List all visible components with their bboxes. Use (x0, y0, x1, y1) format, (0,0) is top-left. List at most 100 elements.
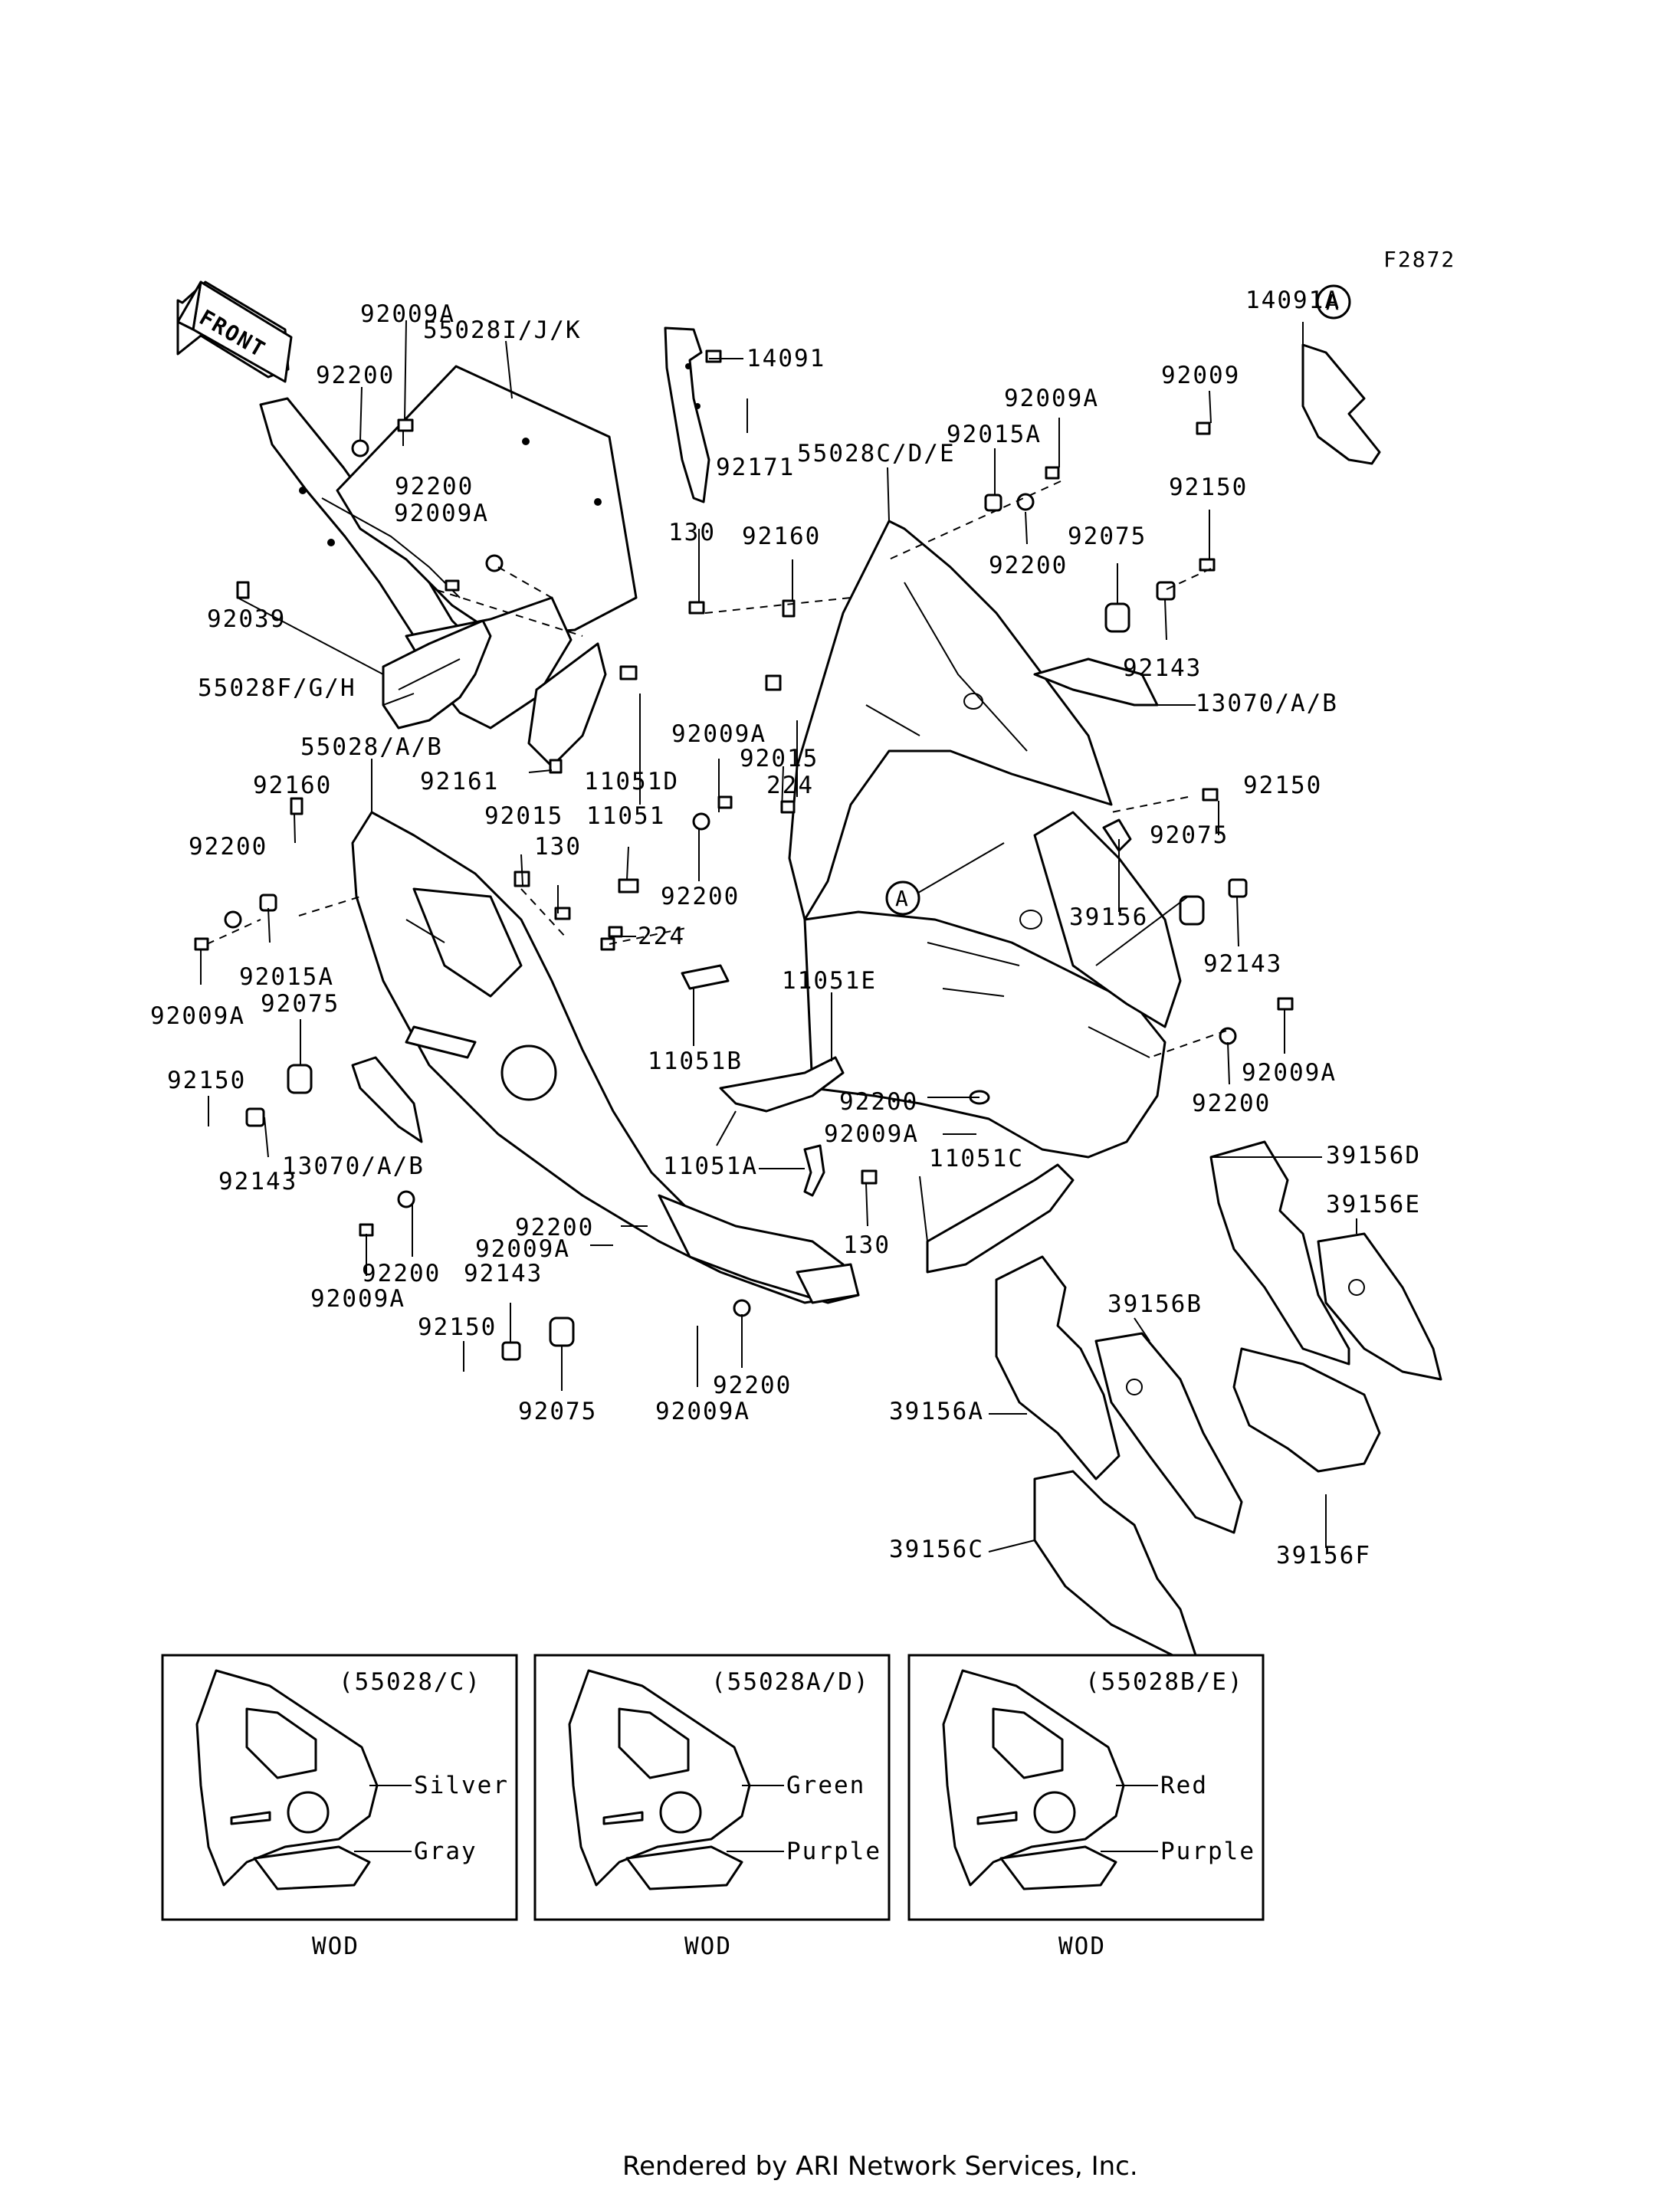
callout-a-top: A (1316, 284, 1351, 320)
part-label: 92143 (1123, 654, 1202, 682)
part-label: 92075 (518, 1398, 597, 1425)
part-label: 92150 (1169, 474, 1248, 501)
part-label: 92150 (1243, 772, 1322, 799)
part-label: 92200 (661, 883, 740, 910)
part-label: 39156E (1326, 1191, 1421, 1218)
figure-code: F2872 (1383, 247, 1455, 272)
part-label: 92009 (1161, 362, 1240, 389)
part-label: 13070/A/B (282, 1153, 425, 1180)
deflector-13070-lower-part (351, 1056, 423, 1143)
bracket-11051B-part (681, 964, 730, 990)
part-label: 224 (638, 923, 685, 950)
part-label: 39156C (889, 1536, 984, 1563)
part-label: 92009A (824, 1120, 919, 1148)
variant-upper-color: Silver (414, 1772, 509, 1799)
bracket-11051A-part (803, 1144, 825, 1197)
inner-fairing-part (788, 520, 1113, 921)
lower-fairing-part (351, 811, 852, 1304)
part-label: 92015 (484, 802, 563, 830)
part-label: 92200 (839, 1088, 918, 1116)
bracket-14091-part (664, 326, 710, 503)
part-label: 92075 (1150, 821, 1229, 849)
part-label: 55028F/G/H (198, 674, 356, 702)
color-variant-3: (55028B/E) Red Purple WOD (907, 1654, 1265, 1960)
part-label: 55028/A/B (300, 733, 443, 761)
part-label: 92200 (1192, 1090, 1271, 1117)
variant-lower-color: Gray (414, 1838, 477, 1865)
heat-shield-39156D-part (1209, 1140, 1350, 1366)
part-label: 14091A (1245, 287, 1340, 314)
part-label: 11051D (584, 768, 679, 795)
part-label: 92075 (261, 990, 340, 1018)
part-label: 92143 (464, 1260, 543, 1287)
part-label: 11051E (782, 967, 877, 995)
leader-lines (200, 320, 1357, 1553)
part-label: 130 (668, 519, 716, 546)
part-label: 11051A (663, 1153, 758, 1180)
part-label: 92015A (947, 421, 1042, 448)
part-label: 130 (534, 833, 582, 861)
part-label: 92200 (316, 362, 395, 389)
bracket-11051E-part (719, 1056, 845, 1113)
part-label: 92200 (515, 1214, 594, 1241)
callout-a-mid: A (885, 842, 1005, 916)
under-cowl-part (803, 811, 1182, 1159)
bracket-11051C-part (926, 1163, 1075, 1274)
part-label: 92009A (150, 1002, 245, 1030)
part-label: 92009A (655, 1398, 750, 1425)
inner-panel-55028FGH-part (382, 619, 492, 730)
part-label: 92009A (475, 1235, 570, 1263)
part-label: 39156B (1107, 1290, 1203, 1318)
part-label: 92015A (239, 963, 334, 991)
variant-lower-color: Purple (786, 1838, 881, 1865)
footer-credit: Rendered by ARI Network Services, Inc. (622, 2151, 1138, 2182)
heat-shield-39156-part (1102, 818, 1132, 852)
variant-caption: WOD (684, 1933, 732, 1960)
callout-a-top-letter: A (1326, 290, 1340, 315)
callout-a-mid-letter: A (895, 886, 910, 911)
bracket-14091A-part (1301, 343, 1381, 465)
part-label: 92039 (207, 605, 286, 633)
variant-caption: WOD (312, 1933, 359, 1960)
part-label: 39156D (1326, 1142, 1421, 1169)
variant-code: (55028/C) (339, 1668, 481, 1696)
part-label: 92009A (310, 1285, 405, 1313)
part-label: 92200 (362, 1260, 441, 1287)
part-label: 92200 (713, 1372, 792, 1399)
part-label: 39156A (889, 1398, 984, 1425)
part-label: 130 (843, 1231, 891, 1259)
variant-lower-color: Purple (1160, 1838, 1255, 1865)
part-label: 39156 (1069, 903, 1148, 931)
belly-pan-part (658, 1194, 860, 1304)
part-label: 92015 (740, 745, 819, 772)
part-label: 55028I/J/K (423, 316, 582, 344)
variant-code: (55028A/D) (711, 1668, 870, 1696)
heat-shield-39156F-part (1232, 1347, 1381, 1473)
part-label: 92200 (989, 552, 1068, 579)
part-label: 92150 (167, 1067, 246, 1094)
part-label: 92009A (394, 500, 489, 527)
part-label: 92150 (418, 1313, 497, 1341)
part-labels: 55028I/J/K 92009A 92200 14091 14091A 920… (150, 287, 1421, 1569)
heat-shield-39156A-part (995, 1255, 1121, 1481)
part-label: 92143 (1203, 950, 1282, 978)
part-label: 92160 (253, 772, 332, 799)
part-label: 224 (766, 772, 814, 799)
part-label: 92009A (1242, 1059, 1337, 1087)
variant-code: (55028B/E) (1085, 1668, 1244, 1696)
part-label: 92161 (420, 768, 499, 795)
variant-upper-color: Red (1160, 1772, 1208, 1799)
part-label: 11051C (929, 1145, 1024, 1172)
part-label: 13070/A/B (1196, 690, 1338, 717)
color-variant-1: (55028/C) Silver Gray WOD (161, 1654, 518, 1960)
heat-shield-39156C-part (1033, 1470, 1197, 1657)
variant-upper-color: Green (786, 1772, 865, 1799)
color-variant-2: (55028A/D) Green Purple WOD (533, 1654, 891, 1960)
part-label: 92009A (1004, 385, 1099, 412)
heat-shield-39156E-part (1317, 1232, 1442, 1381)
part-label: 92200 (189, 833, 267, 861)
heat-shield-39156B-part (1094, 1332, 1243, 1534)
part-label: 92200 (395, 473, 474, 500)
front-arrow-icon: FRONT (176, 280, 293, 383)
